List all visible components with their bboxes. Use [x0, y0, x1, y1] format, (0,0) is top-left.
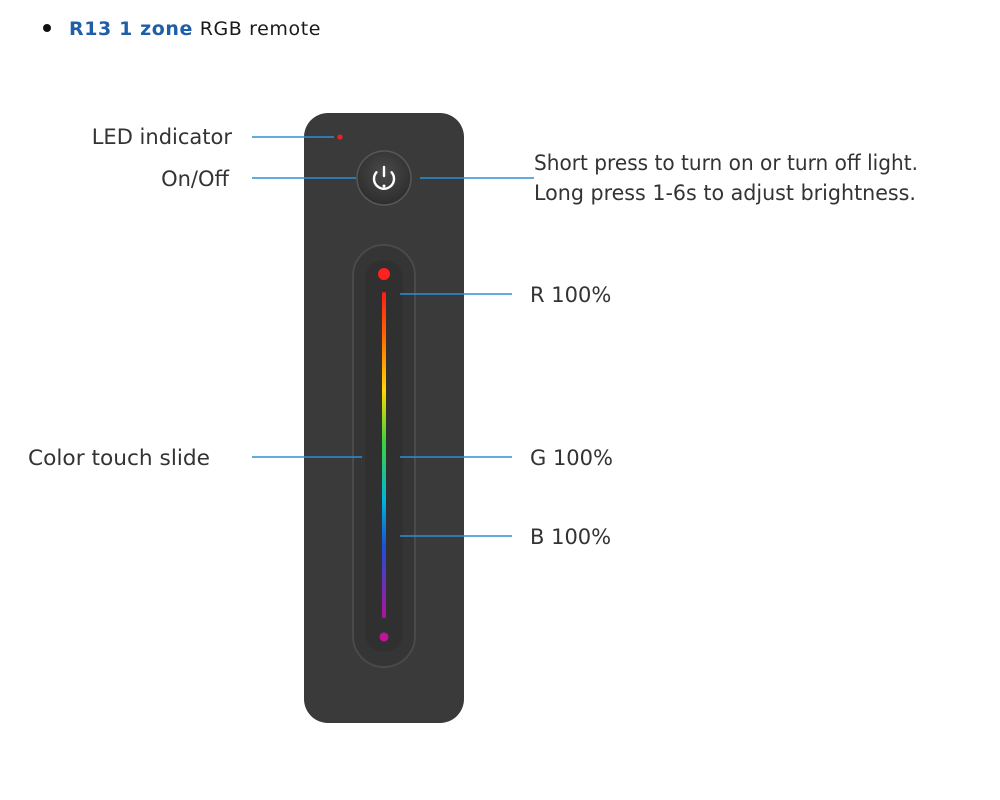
on-off-note-line1: Short press to turn on or turn off light…	[534, 151, 918, 175]
model-name: R13 1 zone	[69, 18, 194, 40]
bullet-icon	[43, 23, 51, 32]
color-touch-slide-label: Color touch slide	[28, 446, 210, 470]
b-value-label: B 100%	[530, 525, 611, 549]
slide-top-dot	[378, 268, 390, 280]
power-icon	[372, 165, 396, 190]
led-indicator-dot	[337, 134, 343, 140]
on-off-note-line2: Long press 1-6s to adjust brightness.	[534, 181, 916, 205]
slide-bottom-dot	[379, 632, 389, 642]
rainbow-bar	[382, 292, 386, 618]
r-value-label: R 100%	[530, 283, 611, 307]
on-off-label: On/Off	[161, 167, 229, 191]
page-heading: R13 1 zone RGB remote	[43, 18, 321, 40]
g-value-label: G 100%	[530, 446, 613, 470]
power-button[interactable]	[356, 150, 412, 206]
model-description: RGB remote	[199, 18, 322, 40]
led-indicator-label: LED indicator	[92, 125, 233, 149]
